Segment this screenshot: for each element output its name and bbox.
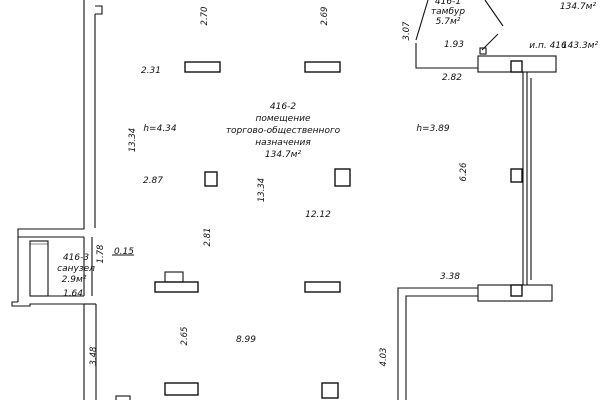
- dimension: 2.81: [203, 228, 213, 247]
- dimension: 2.82: [442, 73, 462, 83]
- columns: [115, 61, 523, 400]
- room-area: 2.9м²: [62, 275, 87, 285]
- column: [304, 281, 341, 293]
- column: [154, 281, 199, 293]
- dimension: 12.12: [305, 210, 331, 220]
- room-area: 5.7м²: [436, 17, 461, 27]
- dimension: 3.38: [440, 272, 460, 282]
- right-wall: [397, 55, 557, 400]
- dimension: 1.64: [63, 289, 83, 299]
- dimension: 0.15: [114, 247, 134, 257]
- dimension: 6.26: [459, 162, 469, 182]
- dimension: 2.69: [320, 7, 330, 26]
- left-wall: [11, 0, 103, 400]
- room-name-line2: торгово-общественного: [226, 126, 341, 136]
- dimension: 1.93: [444, 40, 464, 50]
- dimension: 13.34: [257, 178, 267, 202]
- room-area: 134.7м²: [265, 150, 302, 160]
- room-name-line3: назначения: [255, 138, 311, 148]
- room-416-3-label: 416-3 санузел 2.9м²: [57, 253, 95, 285]
- room-name: санузел: [57, 264, 95, 274]
- wc-room: [18, 236, 134, 297]
- dimension: 2.70: [200, 7, 210, 26]
- dimension: 2.87: [143, 176, 163, 186]
- dimension: 4.03: [379, 348, 389, 367]
- dimension: 13.34: [128, 128, 138, 152]
- ceiling-height-right: h=3.89: [416, 124, 450, 134]
- column: [334, 168, 351, 187]
- unit-area: 134.7м²: [560, 2, 597, 12]
- column: [304, 61, 341, 73]
- unit-total-area: 143.3м²: [562, 41, 599, 51]
- room-code: 416-2: [270, 102, 296, 112]
- room-code: 416-3: [63, 253, 89, 263]
- unit-info: 134.7м² и.п. 416 143.3м²: [529, 2, 598, 51]
- room-code: 416-1: [435, 0, 461, 7]
- dimension: 2.65: [180, 327, 190, 346]
- dimension: 1.78: [96, 244, 106, 264]
- column: [321, 382, 339, 399]
- column: [204, 171, 218, 187]
- dimension: 2.31: [141, 66, 161, 76]
- column: [184, 61, 221, 73]
- vestibule-walls: [415, 0, 504, 69]
- unit-number: и.п. 416: [529, 41, 567, 51]
- room-name-line1: помещение: [255, 114, 310, 124]
- dimension: 3.07: [402, 21, 412, 41]
- column: [164, 382, 199, 396]
- room-416-1-label: 416-1 тамбур 5.7м²: [431, 0, 465, 27]
- room-name: тамбур: [431, 7, 465, 17]
- ceiling-height-left: h=4.34: [143, 124, 177, 134]
- dimension: 8.99: [236, 335, 256, 345]
- room-416-2-label: 416-2 помещение торгово-общественного на…: [226, 102, 341, 160]
- column: [510, 168, 523, 183]
- dimension: 3.48: [89, 346, 99, 366]
